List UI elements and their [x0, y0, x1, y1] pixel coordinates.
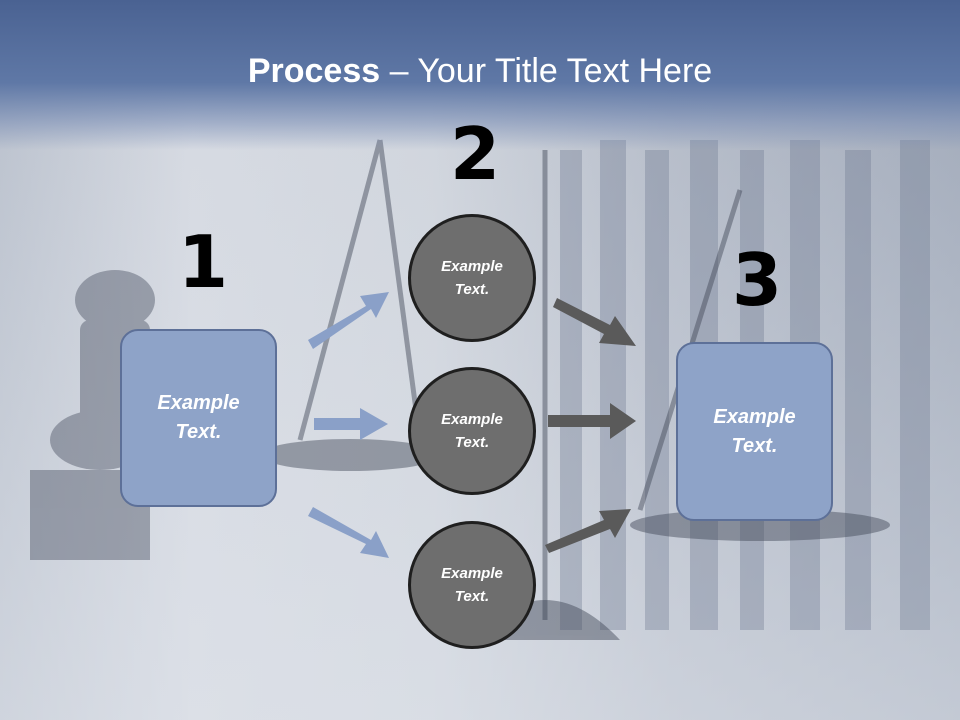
circle-top: Example Text. [408, 214, 536, 342]
arrow-up-right [545, 509, 631, 553]
step-number-3: 3 [732, 238, 783, 322]
right-box-text-line1: Example [713, 405, 796, 428]
title-band [0, 0, 960, 150]
arrow-right-left [314, 408, 388, 440]
title-rest: – Your Title Text Here [380, 52, 713, 90]
left-box-text-line1: Example [157, 392, 240, 414]
left-box: Example Text. [120, 329, 277, 507]
step-number-1: 1 [178, 220, 229, 304]
right-box-text: Example Text. [713, 403, 795, 461]
arrow-down-right [553, 298, 636, 346]
left-box-text-line2: Text. [175, 421, 222, 443]
arrow-down-left [308, 507, 389, 558]
arrow-up-left [308, 292, 389, 349]
step-number-2: 2 [450, 112, 501, 196]
circle-bottom: Example Text. [408, 521, 536, 649]
slide-title: Process – Your Title Text Here [0, 52, 960, 91]
circle-top-line1: Example [441, 258, 503, 275]
circle-middle-line1: Example [441, 411, 503, 428]
left-box-text: Example Text. [157, 389, 239, 447]
circle-middle: Example Text. [408, 367, 536, 495]
circle-bottom-line1: Example [441, 565, 503, 582]
circle-bottom-line2: Text. [454, 588, 490, 605]
right-box: Example Text. [676, 342, 833, 521]
title-bold: Process [247, 52, 381, 90]
arrow-right-right [548, 403, 636, 439]
circle-middle-line2: Text. [454, 434, 490, 451]
circle-top-line2: Text. [454, 281, 490, 298]
right-box-text-line2: Text. [731, 434, 778, 457]
